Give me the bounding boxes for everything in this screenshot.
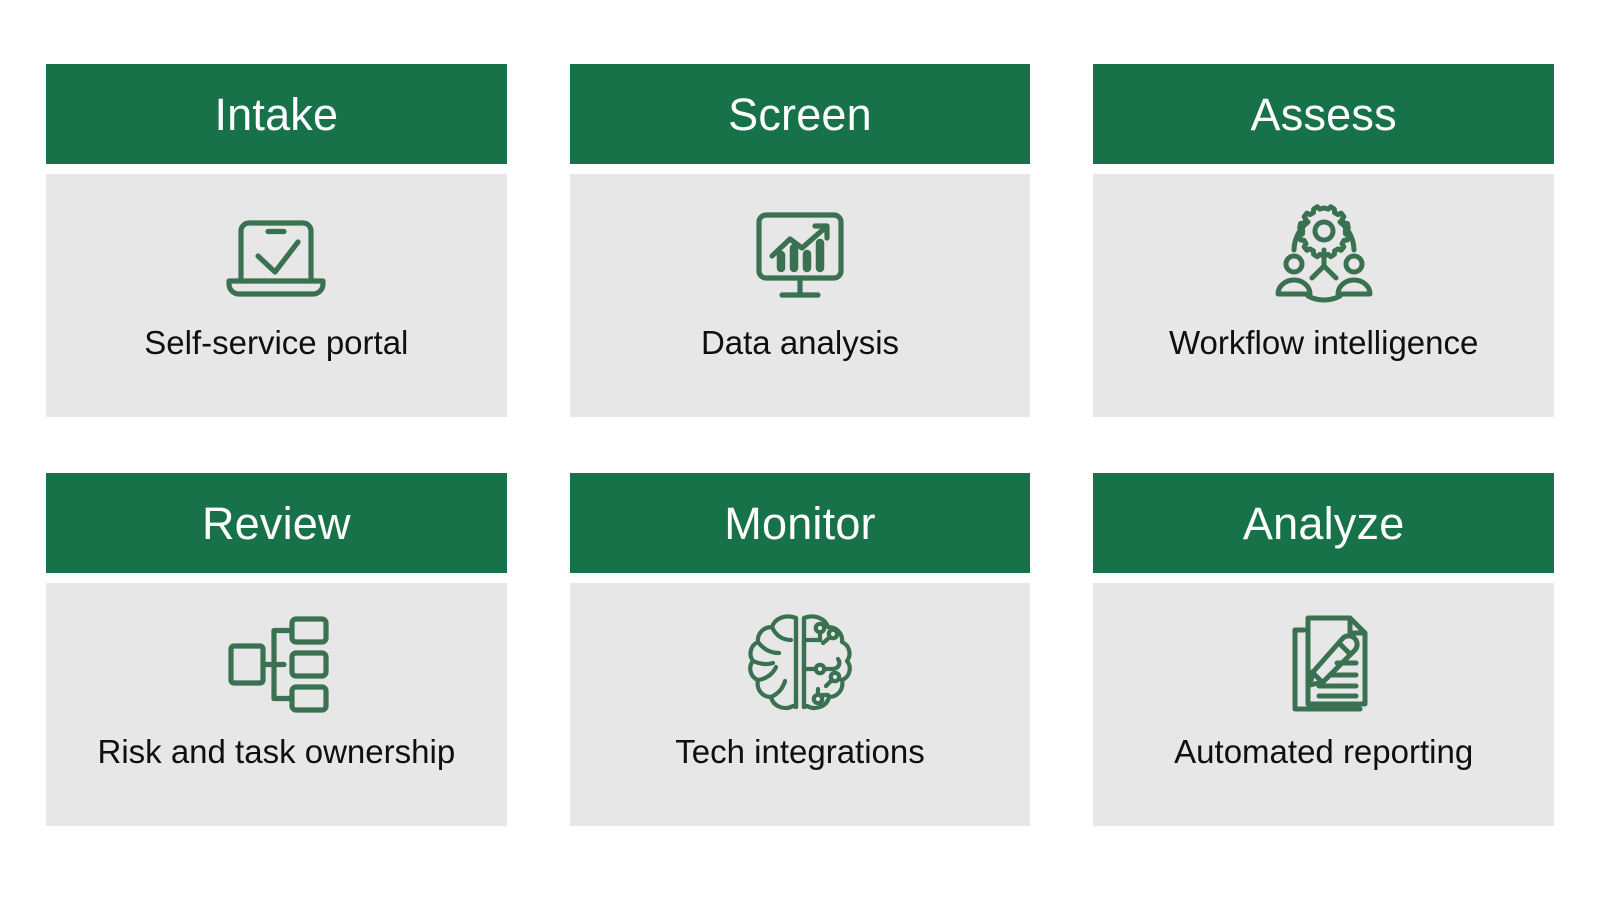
stage-card-review[interactable]: Review Risk and task ownership: [46, 473, 507, 826]
stage-caption: Data analysis: [700, 324, 900, 361]
stage-caption: Automated reporting: [1174, 733, 1474, 770]
card-row-bottom: Review Risk and task ownership: [46, 473, 1555, 826]
stage-card-header: Analyze: [1093, 473, 1555, 573]
stage-card-header: Screen: [569, 64, 1031, 164]
stage-card-analyze[interactable]: Analyze: [1093, 473, 1555, 826]
stage-card-body: Self-service portal: [46, 174, 507, 417]
laptop-check-icon: [216, 198, 336, 310]
stage-caption: Risk and task ownership: [97, 733, 456, 770]
stage-title: Assess: [1250, 88, 1397, 140]
stage-caption: Workflow intelligence: [1169, 324, 1479, 361]
monitor-chart-icon: [740, 198, 860, 310]
ai-brain-circuit-icon: [740, 607, 860, 719]
stage-card-screen[interactable]: Screen Data analysis: [569, 64, 1031, 417]
stage-card-body: Risk and task ownership: [46, 583, 507, 826]
documents-pencil-icon: [1264, 607, 1384, 719]
stage-card-header: Monitor: [569, 473, 1031, 573]
stage-card-body: Tech integrations: [569, 583, 1031, 826]
stage-title: Monitor: [724, 497, 876, 549]
stage-title: Intake: [214, 88, 339, 140]
stage-card-body: Automated reporting: [1093, 583, 1555, 826]
stage-caption: Tech integrations: [675, 733, 925, 770]
stage-card-body: Data analysis: [569, 174, 1031, 417]
stage-caption: Self-service portal: [144, 324, 409, 361]
stage-card-header: Intake: [46, 64, 507, 164]
gear-people-network-icon: [1264, 198, 1384, 310]
stage-title: Analyze: [1242, 497, 1405, 549]
stage-card-assess[interactable]: Assess: [1093, 64, 1555, 417]
stage-title: Review: [201, 497, 351, 549]
stage-card-header: Assess: [1093, 64, 1555, 164]
stage-card-header: Review: [46, 473, 507, 573]
stage-card-body: Workflow intelligence: [1093, 174, 1555, 417]
stage-card-monitor[interactable]: Monitor: [569, 473, 1031, 826]
stage-title: Screen: [728, 88, 872, 140]
card-row-top: Intake Self-service portal Screen: [46, 64, 1555, 417]
stage-card-intake[interactable]: Intake Self-service portal: [46, 64, 507, 417]
hierarchy-sitemap-icon: [216, 607, 336, 719]
